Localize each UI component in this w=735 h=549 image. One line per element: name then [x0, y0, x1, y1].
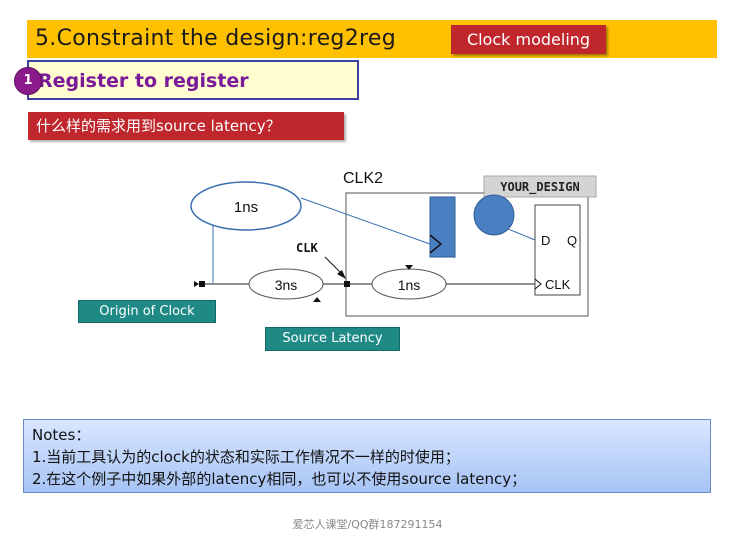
connector-top: [300, 197, 431, 245]
capture-register: [534, 204, 581, 296]
source-latency-mark: [313, 297, 321, 302]
question-banner: 什么样的需求用到source latency？: [28, 112, 344, 140]
clk2-register: [429, 196, 456, 258]
logic-cloud-circle: [473, 194, 515, 236]
external-latency-label: 1ns: [234, 199, 258, 216]
design-label: YOUR_DESIGN: [500, 180, 579, 195]
notes-title: Notes：: [32, 426, 91, 444]
section-heading: Register to register: [27, 60, 359, 100]
notes-line-1: 1.当前工具认为的clock的状态和实际工作情况不一样的时使用；: [32, 448, 460, 466]
network-latency-mark: [405, 265, 413, 270]
clk-port-arrowhead: [337, 270, 346, 279]
origin-of-clock-label: Origin of Clock: [78, 300, 216, 323]
clk2-register-clock-mark: [429, 234, 443, 254]
logic-to-d-line: [507, 228, 536, 241]
port-marker: [344, 281, 350, 287]
network-latency-value: 1ns: [398, 277, 421, 293]
section-number-badge: 1: [14, 67, 42, 95]
section-title: Register to register: [38, 70, 249, 92]
design-label-box: [483, 175, 597, 198]
clock-origin-marker: [199, 281, 205, 287]
notes-box: Notes： 1.当前工具认为的clock的状态和实际工作情况不一样的时使用； …: [23, 419, 711, 493]
reg-clk-mark: [534, 278, 542, 290]
clock-modeling-tag: Clock modeling: [451, 25, 606, 54]
design-boundary-box: [345, 192, 589, 317]
clk-port-arrow-line: [324, 256, 343, 275]
source-latency-value: 3ns: [275, 277, 298, 293]
reg-q-label: Q: [567, 233, 577, 248]
source-latency-label: Source Latency: [265, 327, 400, 351]
clk-port-label: CLK: [296, 241, 318, 255]
notes-line-2: 2.在这个例子中如果外部的latency相同，也可以不使用source late…: [32, 470, 527, 488]
reg-clk-label: CLK: [545, 277, 571, 292]
reg-d-label: D: [541, 233, 550, 248]
clk2-label: CLK2: [343, 170, 383, 187]
clock-origin-arrow: [194, 281, 199, 287]
footer-watermark: 爱芯人课堂/QQ群187291154: [292, 518, 443, 531]
page-title: 5.Constraint the design:reg2reg: [35, 26, 396, 51]
external-latency-ellipse: [190, 181, 302, 231]
